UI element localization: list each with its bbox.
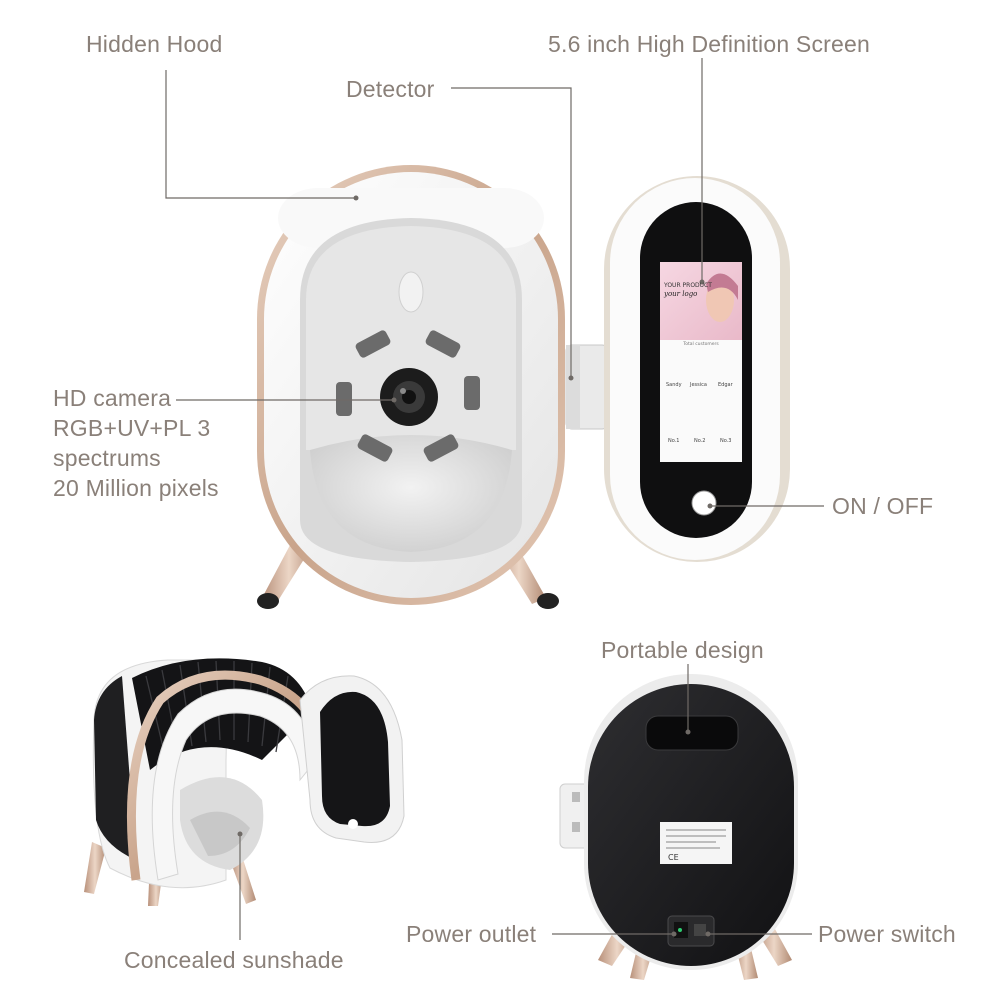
label-hd-camera: HD camera RGB+UV+PL 3 spectrums 20 Milli… <box>53 383 219 503</box>
main-device <box>257 165 790 609</box>
screen-brand-line2: your logo <box>664 290 698 298</box>
label-screen: 5.6 inch High Definition Screen <box>548 31 870 57</box>
label-power-outlet: Power outlet <box>406 921 537 947</box>
right-foot <box>537 593 559 609</box>
left-foot <box>257 593 279 609</box>
screen-profile-3: Edgar <box>718 382 733 388</box>
device-screen-ui: YOUR PRODUCT your logo Total customers S… <box>660 262 742 462</box>
spec-label <box>660 822 732 864</box>
label-portable-design: Portable design <box>601 637 764 663</box>
power-switch-icon <box>694 924 706 936</box>
back-view-device: CE <box>559 674 798 980</box>
screen-profile-2: Jessica <box>690 382 707 388</box>
label-hd-camera-line2: RGB+UV+PL 3 <box>53 415 211 441</box>
chin-rest <box>310 435 512 552</box>
label-hd-camera-line3: spectrums <box>53 445 161 471</box>
leader-hidden-hood <box>165 70 356 199</box>
label-hd-camera-line4: 20 Million pixels <box>53 475 219 501</box>
label-hidden-hood: Hidden Hood <box>86 31 223 57</box>
label-detector: Detector <box>346 76 435 102</box>
leader-lines <box>165 58 824 940</box>
screen-brand-line1: YOUR PRODUCT <box>664 282 712 289</box>
label-power-switch: Power switch <box>818 921 956 947</box>
svg-text:CE: CE <box>668 853 679 862</box>
label-on-off: ON / OFF <box>832 493 934 519</box>
power-button-icon <box>691 490 717 516</box>
led-modules <box>336 330 480 462</box>
screen-section-title: Total customers <box>683 342 719 347</box>
leader-detector <box>451 87 572 378</box>
carry-handle <box>645 715 739 751</box>
hood-open-device <box>84 658 405 906</box>
label-hd-camera-line1: HD camera <box>53 385 172 411</box>
screen-sample-3: No.3 <box>720 438 732 444</box>
screen-profile-1: Sandy <box>666 382 682 388</box>
screen-sample-1: No.1 <box>668 438 680 444</box>
screen-sample-2: No.2 <box>694 438 706 444</box>
label-concealed-sunshade: Concealed sunshade <box>124 947 344 973</box>
